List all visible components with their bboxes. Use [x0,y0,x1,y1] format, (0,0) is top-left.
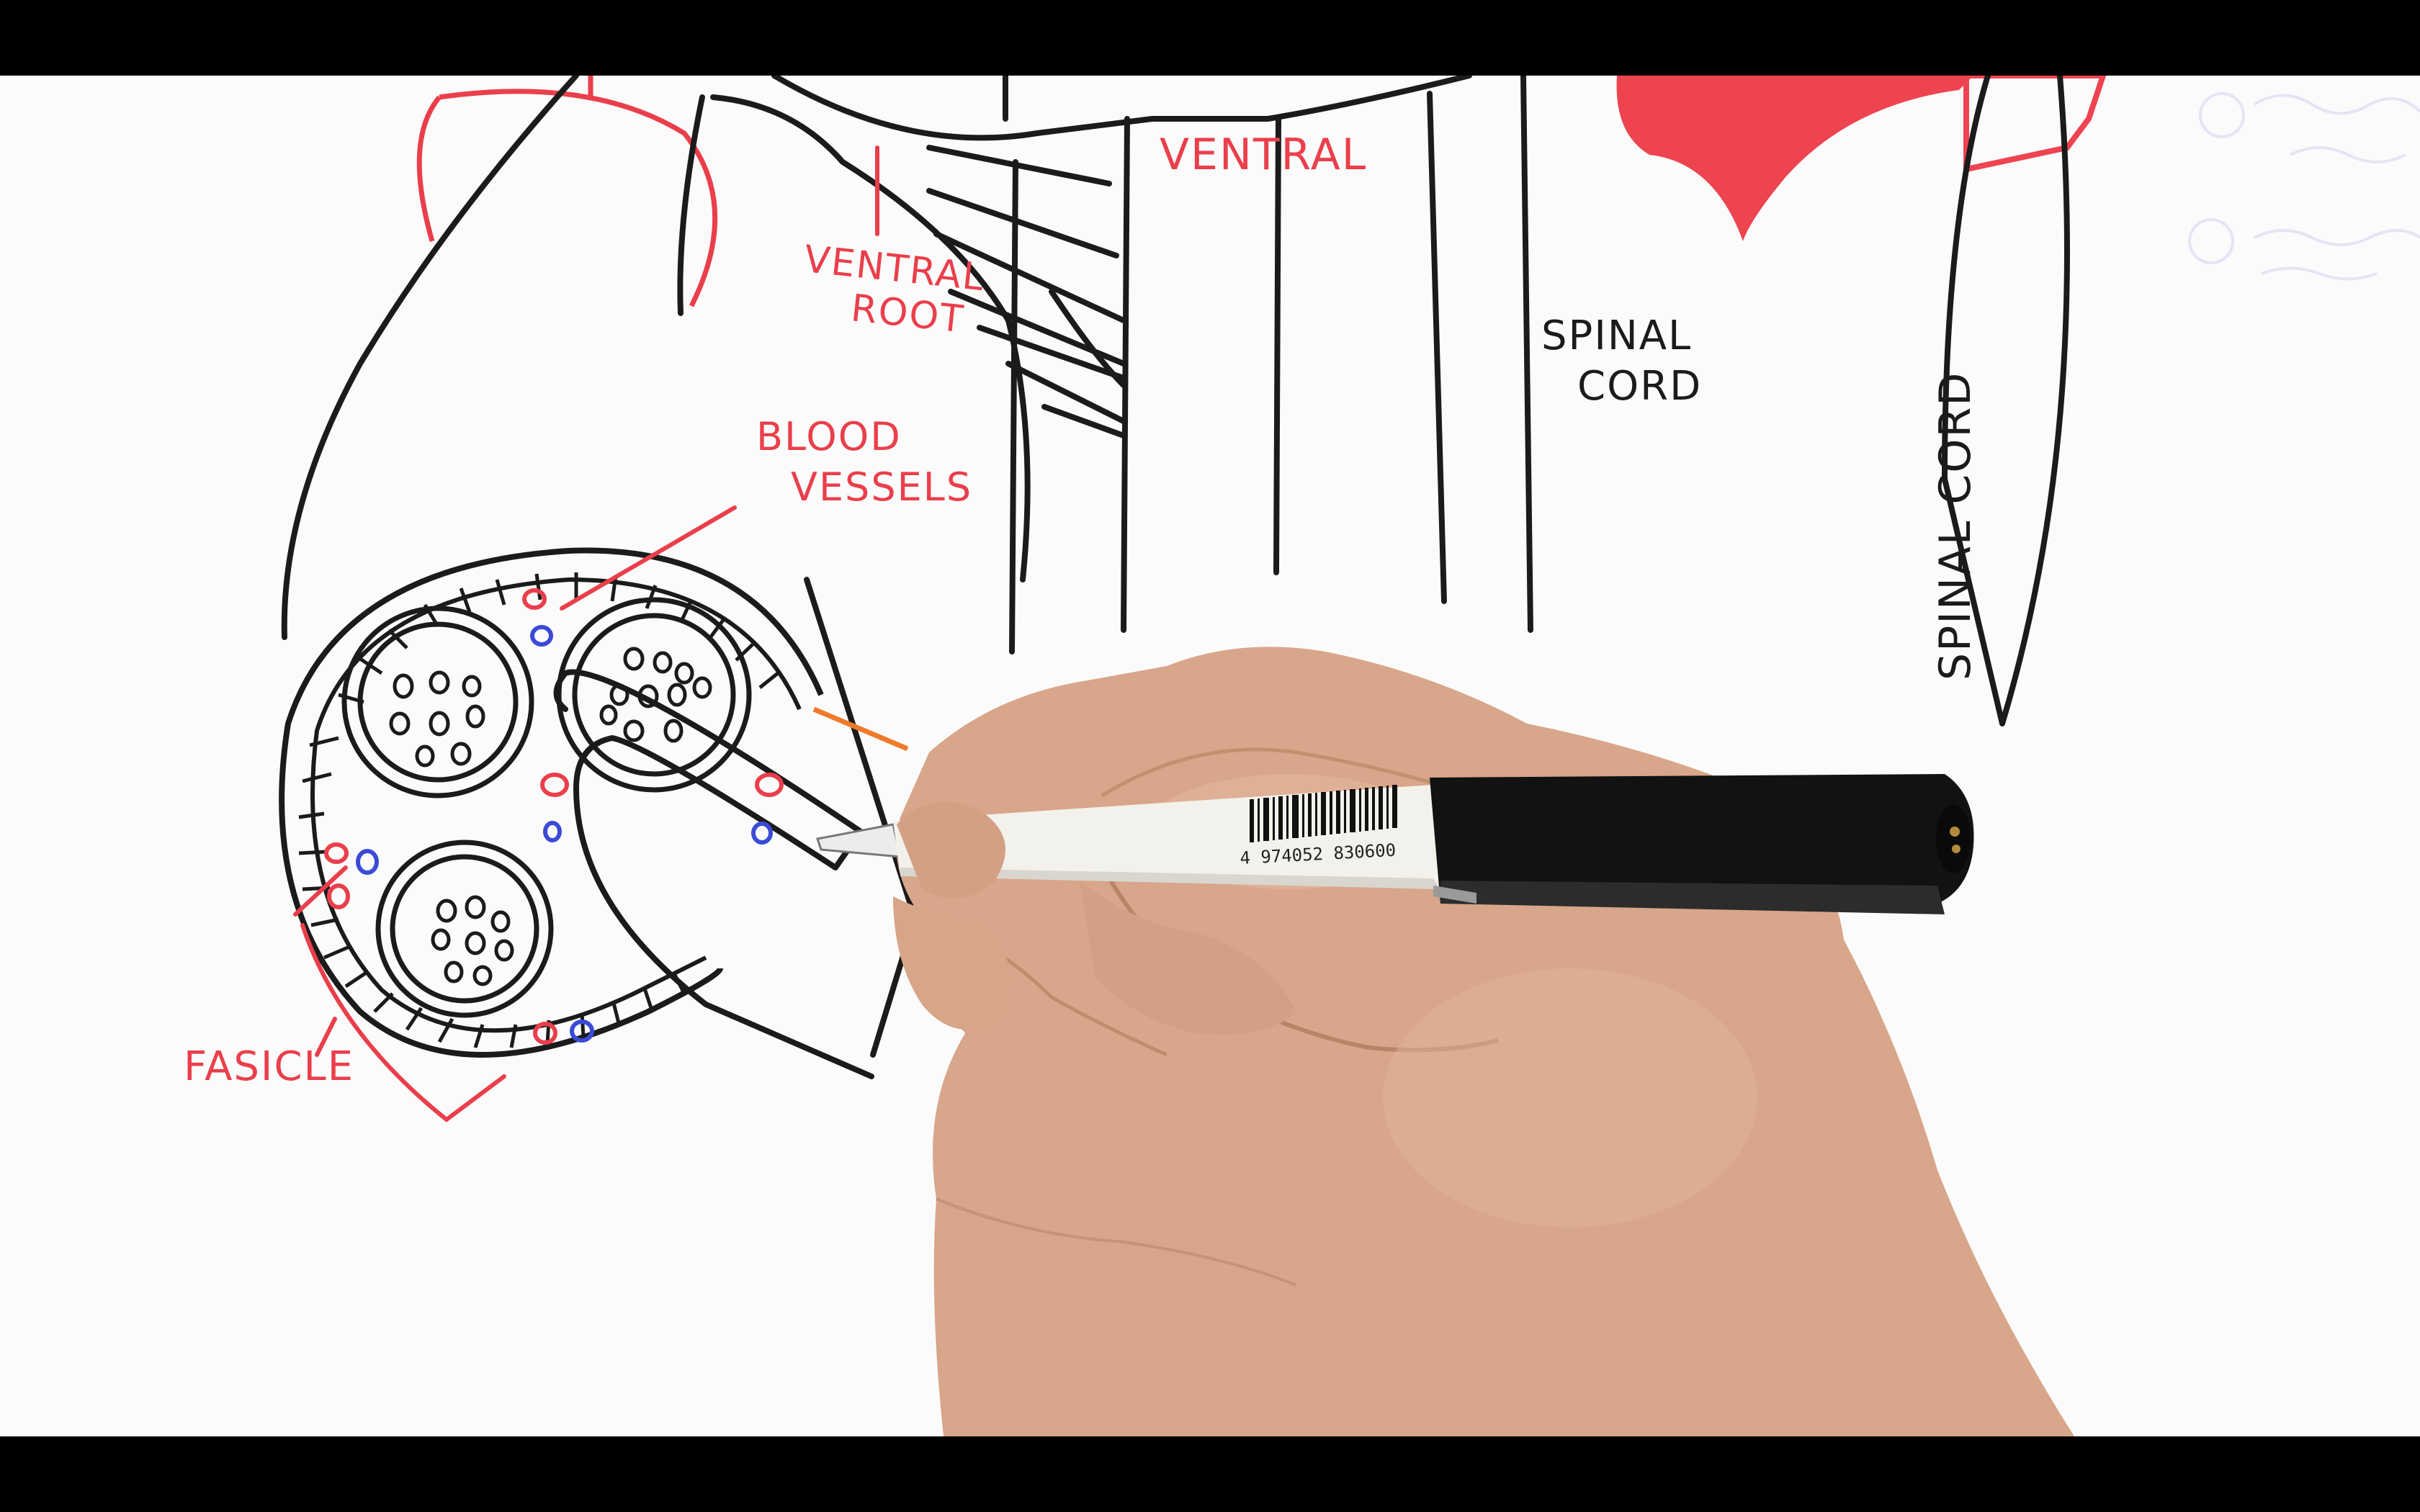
drawing-canvas: VENTRAL VENTRAL ROOT BLOOD VESSELS SPINA… [184,76,2420,1436]
faint-notes [2188,92,2420,281]
red-muscle-shape [1616,76,1973,241]
spinal-cord-label-2: CORD [1577,363,1702,410]
blood-vessels-label-1: BLOOD [756,414,902,459]
red-ganglion-outline [416,89,718,307]
whiteboard-drawing: VENTRAL VENTRAL ROOT BLOOD VESSELS SPINA… [0,76,2420,1436]
red-vessels [324,588,784,1045]
red-leader-lines [293,145,879,1122]
fascicle-circles [341,597,752,1018]
ventral-label: VENTRAL [1160,130,1367,180]
blue-vessels [356,625,773,1043]
spinal-cord-label-1: SPINAL [1541,312,1692,359]
top-letterbox [0,0,2420,76]
spinal-cord-vertical-label: SPINAL CORD [1930,372,1981,680]
blood-vessels-label-2: VESSELS [791,464,972,510]
black-structure-lines [281,76,2070,1079]
bottom-letterbox [0,1436,2420,1512]
finger-overlay [893,801,1296,1035]
axon-dots [389,647,712,986]
nerve-cross-section [279,547,824,1058]
orange-line [812,706,909,752]
fasicle-label: FASICLE [184,1043,354,1090]
marker-pen-icon: 4 974052 830600 [816,774,1974,914]
hand-icon [896,647,2074,1436]
